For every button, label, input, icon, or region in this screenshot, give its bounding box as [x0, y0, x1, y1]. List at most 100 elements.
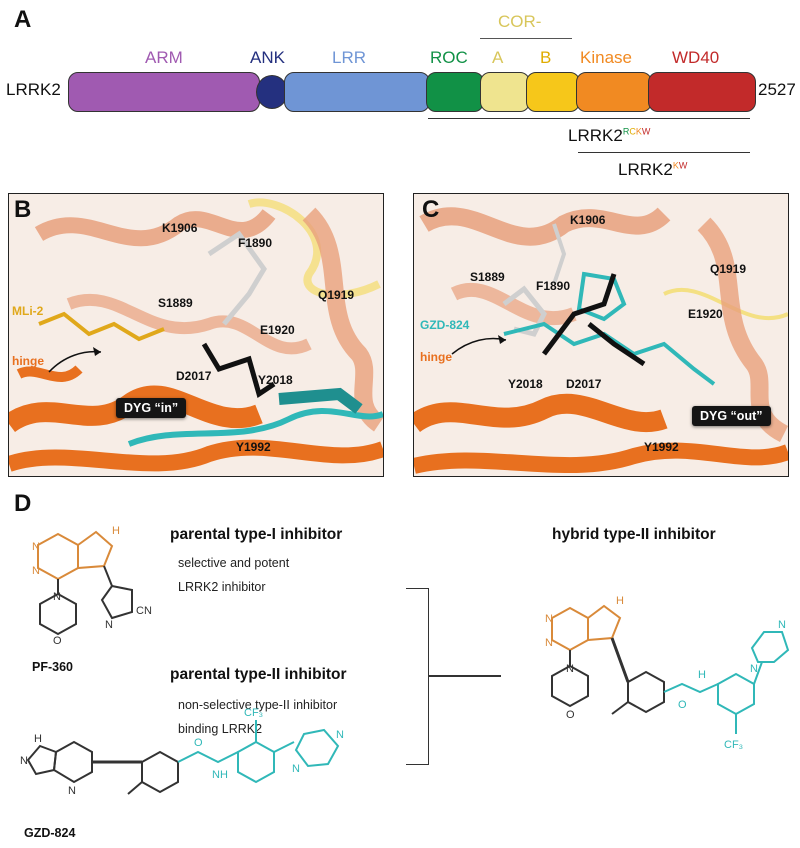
- construct-sup-letter: R: [622, 126, 630, 137]
- domain-label-lrr: LRR: [332, 48, 367, 67]
- ribbon-salmon-2-b: [302, 207, 383, 432]
- parental-type1-line2: LRRK2 inhibitor: [178, 580, 266, 594]
- construct-kw-sup: KW: [673, 160, 688, 170]
- pf360-n-morph: N: [53, 591, 61, 603]
- hyb-n2: N: [545, 637, 553, 649]
- pf360-n-pyrrole: N: [105, 619, 113, 631]
- ligand-gzd824-c: [503, 321, 716, 386]
- ribbon-orange-2-b: [9, 439, 383, 472]
- residue-d2017-b: D2017: [176, 369, 212, 383]
- panel-b-structure: [8, 193, 384, 477]
- construct-line-kw: [578, 152, 750, 153]
- construct-rckw-base: LRRK2: [568, 126, 623, 145]
- domain-label-kinase: Kinase: [580, 48, 632, 67]
- gzd824-name: GZD-824: [24, 826, 76, 840]
- hyb-benzene1: [627, 670, 665, 714]
- ribbon-salmon-3-c: [450, 282, 577, 326]
- ribbon-salmon-3-b: [66, 293, 312, 355]
- hinge-label-c: hinge: [420, 350, 452, 364]
- hybrid-title: hybrid type-II inhibitor: [552, 526, 716, 543]
- pf360-structure: N N H N O N CN: [32, 525, 152, 647]
- panel-b-letter: B: [14, 196, 32, 223]
- cor-label: COR-: [498, 12, 542, 31]
- hyb-amide: [663, 682, 719, 694]
- pf360-morpholine: [39, 592, 77, 636]
- hyb-pyrrole: [587, 604, 622, 642]
- construct-sup-letter: K: [672, 160, 679, 171]
- pf360-nh: H: [112, 525, 120, 537]
- domain-label-arm: ARM: [145, 48, 183, 67]
- pf360-name: PF-360: [32, 660, 73, 674]
- gzd-pyridine: [52, 740, 93, 784]
- hyb-benzene2: [717, 672, 755, 716]
- residue-f1890-c: F1890: [536, 279, 571, 293]
- residue-s1889-c: S1889: [470, 270, 505, 284]
- hyb-n-morph: N: [566, 663, 574, 675]
- hyb-methyl: [611, 701, 629, 715]
- pf360-pyrimidine: [37, 532, 79, 581]
- parental-type2-line2: binding LRRK2: [178, 722, 263, 736]
- residue-f1890-b: F1890: [238, 236, 273, 250]
- residue-e1920-b: E1920: [260, 323, 295, 337]
- construct-sup-letter: W: [678, 160, 688, 171]
- pf360-bond-pyrrole2: [103, 565, 113, 587]
- hybrid-structure: N N H N O O H CF₃ N N: [545, 595, 790, 751]
- domain-arm: [68, 72, 260, 112]
- pf360-pyrrole2: [100, 584, 133, 620]
- pf360-n2: N: [32, 565, 40, 577]
- construct-sup-letter: W: [641, 126, 651, 137]
- domain-lrr: [284, 72, 430, 112]
- domain-label-ank: ANK: [250, 48, 285, 67]
- construct-line-rckw: [428, 118, 750, 119]
- domain-label-a: A: [492, 48, 504, 67]
- hyb-ch2: [753, 661, 763, 685]
- panel-b-ribbon-svg: [9, 198, 383, 472]
- ligand-mli2-b: [38, 311, 165, 342]
- hyb-n-pip1: N: [750, 663, 758, 675]
- domain-cor-b: [526, 72, 580, 112]
- pf360-o: O: [53, 635, 62, 647]
- gzd-pyrazole: [26, 744, 58, 776]
- hyb-cf3: CF₃: [724, 739, 743, 751]
- residue-y2018-b: Y2018: [258, 373, 293, 387]
- ligand-label-b: MLi-2: [12, 304, 44, 318]
- parental-type1-title: parental type-I inhibitor: [170, 526, 343, 543]
- residue-q1919-c: Q1919: [710, 262, 747, 276]
- construct-label-kw: LRRK2KW: [618, 160, 687, 180]
- residue-e1920-c: E1920: [688, 307, 723, 321]
- gzd-n1: N: [20, 755, 28, 767]
- gzd824-structure: H N N O NH CF₃ N N: [20, 707, 344, 797]
- merge-bracket-stem: [429, 675, 501, 677]
- hyb-nh: H: [616, 595, 624, 607]
- parental-type1-line1: selective and potent: [178, 556, 290, 570]
- residue-black-b: [201, 342, 276, 398]
- parental-type2-line1: non-selective type-II inhibitor: [178, 698, 338, 712]
- residue-grey-c: [502, 285, 547, 337]
- ribbon-teal-b: [127, 408, 383, 447]
- hyb-o-amide: O: [678, 699, 687, 711]
- gzd-benzene1: [141, 750, 179, 794]
- hinge-arrowhead-b: [93, 347, 101, 356]
- residue-y2018-c: Y2018: [508, 377, 543, 391]
- hyb-pyrimidine: [551, 606, 589, 652]
- ribbon-teal-2-b: [278, 387, 363, 414]
- hinge-arrow-c: [451, 337, 507, 355]
- gzd-cf3: CF₃: [244, 707, 263, 719]
- residue-grey-k1906-c: [552, 223, 567, 285]
- gzd-nh: NH: [212, 769, 228, 781]
- panel-c-letter: C: [422, 196, 440, 223]
- hyb-n1: N: [545, 613, 553, 625]
- hyb-morpholine: [551, 664, 589, 708]
- residue-black-c: [542, 273, 646, 367]
- residue-y1992-c: Y1992: [644, 440, 679, 454]
- domain-bar: ARM ANK LRR ROC A B Kinase WD40: [0, 0, 800, 120]
- hinge-arrowhead-c: [498, 335, 506, 344]
- protein-label: LRRK2: [6, 80, 61, 99]
- domain-ank: [256, 75, 288, 109]
- construct-label-rckw: LRRK2RCKW: [568, 126, 650, 146]
- hyb-alkyne: [610, 637, 630, 683]
- gzd-n-pip2: N: [336, 729, 344, 741]
- residue-k1906-c: K1906: [570, 213, 606, 227]
- parental-type2-title: parental type-II inhibitor: [170, 666, 347, 683]
- dyg-out-badge: DYG “out”: [692, 406, 771, 426]
